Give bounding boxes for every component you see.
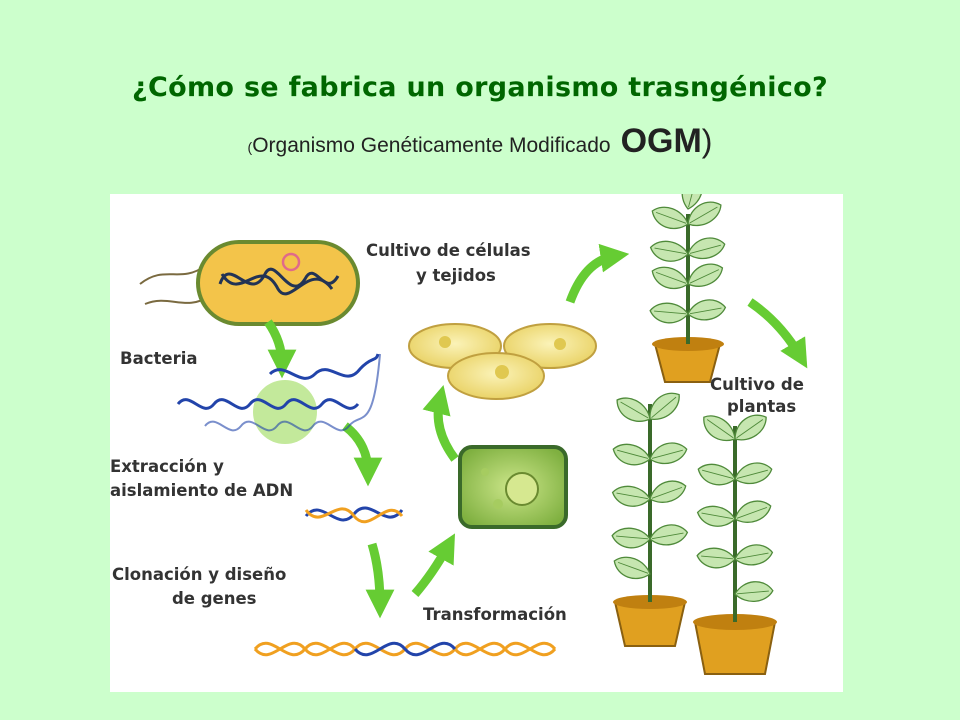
petri-dishes [408, 323, 597, 400]
dna-strand-2 [304, 506, 404, 524]
label-cell-culture-line2: y tejidos [416, 266, 496, 285]
label-plant-culture-line1: Cultivo de [710, 375, 804, 394]
gmo-process-diagram: Bacteria Extracción y aislamiento de ADN… [110, 194, 808, 675]
arrow-bacteria-to-dna [264, 319, 297, 379]
potted-plant-top [648, 194, 728, 383]
arrow-culture-to-plant [565, 243, 630, 304]
transformed-plant-cell [458, 445, 568, 529]
dna-strand-1 [176, 353, 381, 444]
page-title: ¿Cómo se fabrica un organismo trasngénic… [132, 72, 828, 103]
potted-plant-bottom-left [609, 385, 690, 647]
label-bacteria: Bacteria [120, 349, 198, 368]
dna-strand-3 [253, 641, 557, 657]
label-plant-culture-line2: plantas [727, 397, 796, 416]
label-cloning-line2: de genes [172, 589, 257, 608]
label-cell-culture-line1: Cultivo de células [366, 241, 531, 260]
subtitle-acronym: OGM [620, 122, 702, 160]
label-extraction-line2: aislamiento de ADN [110, 481, 293, 500]
subtitle-close-paren: ) [701, 123, 713, 159]
arrow-dna-to-extraction [342, 422, 383, 487]
arrow-cloning-to-transformation [411, 533, 455, 597]
subtitle-text: Organismo Genéticamente Modificado [252, 134, 611, 157]
arrow-plant-to-field [747, 298, 808, 369]
arrow-extraction-to-cloning [365, 542, 395, 619]
diagram-panel: Bacteria Extracción y aislamiento de ADN… [110, 194, 843, 692]
label-transformation: Transformación [423, 605, 567, 624]
arrow-transformation-to-culture [422, 385, 459, 462]
page-subtitle: (Organismo Genéticamente Modificado OGM) [0, 122, 960, 161]
bacteria-cell [139, 240, 360, 326]
subtitle-open-paren: ( [247, 139, 253, 155]
potted-plant-bottom-right [693, 407, 777, 675]
label-extraction-line1: Extracción y [110, 457, 224, 476]
label-cloning-line1: Clonación y diseño [112, 565, 286, 584]
